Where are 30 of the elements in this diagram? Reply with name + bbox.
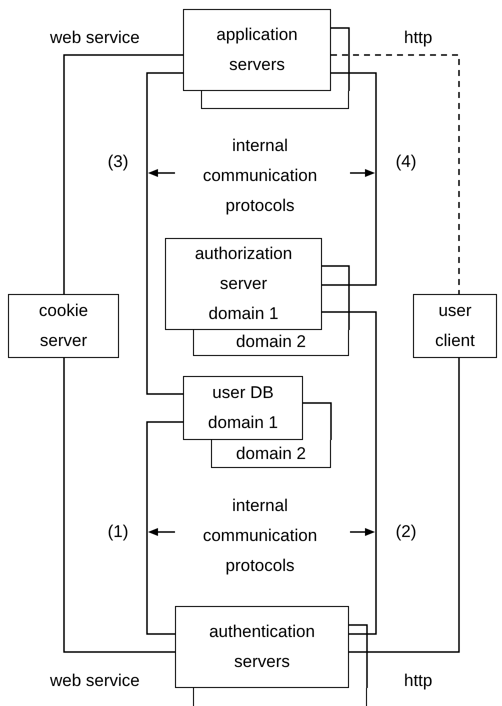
stacked-box — [193, 688, 367, 706]
stacked-box — [211, 440, 331, 468]
server-box — [8, 294, 119, 358]
server-box — [165, 238, 322, 330]
server-box — [175, 606, 349, 688]
stacked-box — [201, 91, 349, 109]
database-box — [183, 376, 303, 440]
stacked-box — [193, 330, 349, 356]
connector-line — [63, 358, 175, 653]
callout-number: (2) — [394, 521, 418, 543]
client-box — [413, 294, 497, 358]
protocol-label: internal communication protocols — [202, 495, 318, 577]
callout-number: (1) — [106, 521, 130, 543]
node-text: user client — [434, 300, 476, 352]
node-text: authentication servers — [208, 620, 316, 672]
callout-number: (4) — [394, 151, 418, 173]
protocol-label: internal communication protocols — [202, 135, 318, 217]
node-text: domain 2 — [236, 331, 306, 353]
node-text: cookie server — [38, 300, 90, 352]
server-box — [183, 9, 331, 91]
connector-line — [349, 358, 460, 653]
connector-line — [331, 54, 460, 294]
connector-line — [322, 72, 377, 286]
connector-line — [146, 72, 183, 395]
node-text: application servers — [215, 24, 299, 76]
connector-line — [322, 311, 377, 635]
callout-number: (3) — [106, 151, 130, 173]
node-text: domain 2 — [236, 443, 306, 465]
connector-line — [63, 54, 183, 294]
connector-line — [146, 421, 183, 635]
